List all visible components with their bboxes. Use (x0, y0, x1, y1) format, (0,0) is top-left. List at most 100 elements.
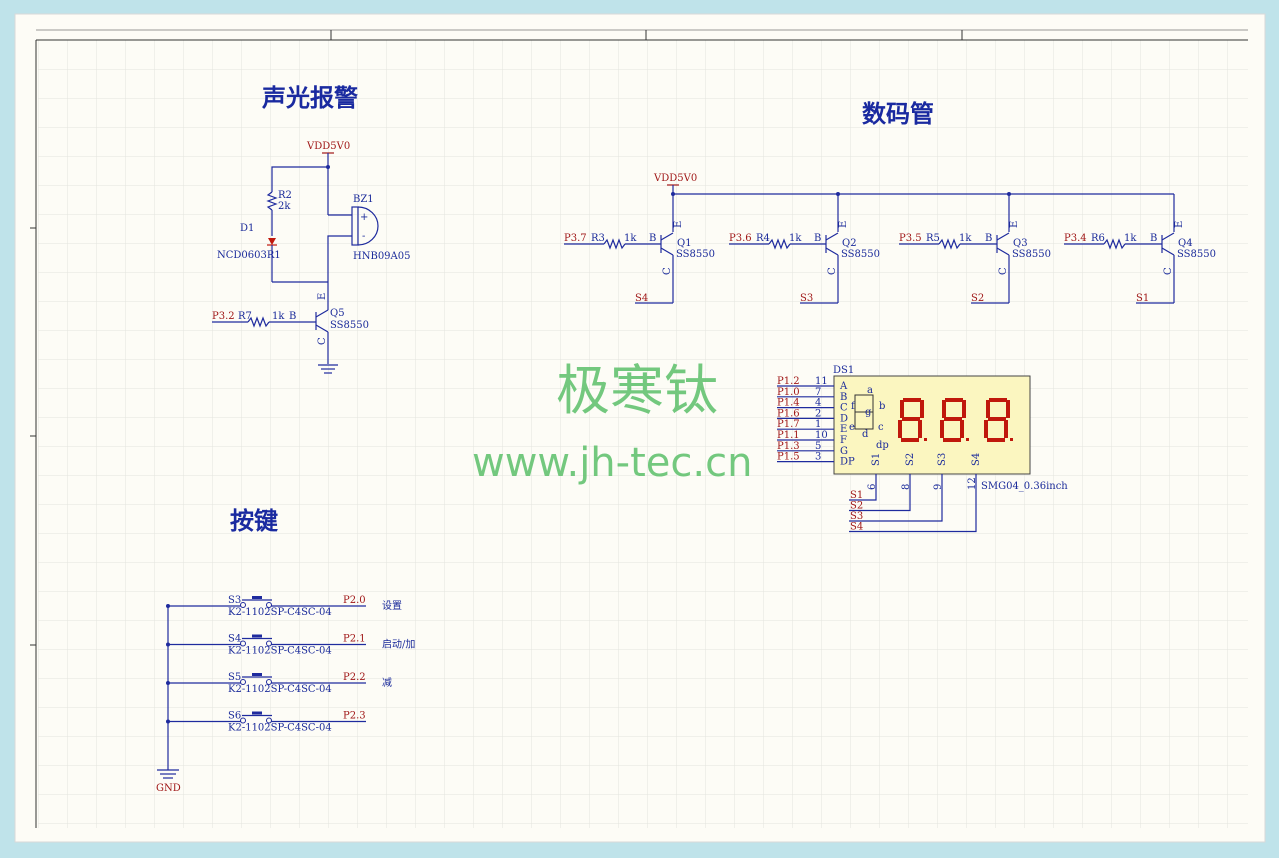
svg-text:Q2: Q2 (842, 238, 857, 249)
svg-text:1: 1 (815, 419, 821, 430)
svg-text:SS8550: SS8550 (1012, 249, 1051, 260)
svg-text:11: 11 (815, 376, 828, 387)
watermark-url: www.jh-tec.cn (472, 440, 752, 486)
svg-text:P3.6: P3.6 (729, 233, 752, 244)
svg-text:4: 4 (815, 398, 821, 409)
svg-text:S1: S1 (850, 490, 863, 501)
svg-text:S3: S3 (937, 453, 948, 466)
svg-text:S2: S2 (971, 293, 984, 304)
svg-text:12: 12 (967, 477, 978, 490)
svg-text:B: B (985, 233, 992, 244)
svg-text:SS8550: SS8550 (330, 320, 369, 331)
display-vdd: VDD5V0 (653, 173, 697, 184)
title-keys: 按键 (230, 506, 278, 535)
svg-text:a: a (867, 385, 873, 396)
svg-text:d: d (862, 429, 869, 440)
svg-text:R3: R3 (591, 233, 605, 244)
svg-text:P1.5: P1.5 (777, 452, 800, 463)
svg-text:P3.2: P3.2 (212, 311, 235, 322)
svg-text:R2: R2 (278, 190, 292, 201)
alarm-vdd: VDD5V0 (306, 141, 350, 152)
svg-text:P3.4: P3.4 (1064, 233, 1087, 244)
svg-text:Q1: Q1 (677, 238, 692, 249)
svg-text:S2: S2 (850, 501, 863, 512)
svg-text:SS8550: SS8550 (841, 249, 880, 260)
svg-text:P2.0: P2.0 (343, 595, 366, 606)
svg-text:R5: R5 (926, 233, 940, 244)
svg-text:P3.5: P3.5 (899, 233, 922, 244)
svg-text:10: 10 (815, 430, 828, 441)
buzzer-bz1 (351, 206, 359, 246)
svg-text:E: E (1009, 221, 1020, 228)
svg-text:P1.1: P1.1 (777, 430, 800, 441)
svg-text:E: E (1174, 221, 1185, 228)
svg-text:B: B (649, 233, 656, 244)
svg-text:E: E (317, 293, 328, 300)
svg-text:S3: S3 (800, 293, 813, 304)
svg-text:C: C (317, 337, 328, 345)
svg-text:R4: R4 (756, 233, 770, 244)
svg-text:BZ1: BZ1 (353, 194, 374, 205)
svg-text:1k: 1k (272, 311, 285, 322)
svg-text:HNB09A05: HNB09A05 (353, 251, 411, 262)
svg-text:S5: S5 (228, 672, 241, 683)
svg-text:P2.2: P2.2 (343, 672, 366, 683)
svg-text:S4: S4 (635, 293, 648, 304)
title-alarm: 声光报警 (261, 83, 358, 112)
svg-text:P1.0: P1.0 (777, 387, 800, 398)
seg-pin-e: P1.7 1 E (777, 419, 847, 435)
svg-text:A: A (839, 381, 848, 392)
digit (984, 398, 1013, 442)
svg-text:S3: S3 (228, 595, 241, 606)
svg-text:8: 8 (901, 484, 912, 490)
svg-text:C: C (998, 267, 1009, 275)
svg-text:R6: R6 (1091, 233, 1105, 244)
svg-text:S3: S3 (850, 511, 863, 522)
svg-text:S4: S4 (850, 522, 863, 533)
svg-text:K2-1102SP-C4SC-04: K2-1102SP-C4SC-04 (228, 607, 332, 618)
svg-text:P1.7: P1.7 (777, 419, 800, 430)
svg-text:1k: 1k (789, 233, 802, 244)
svg-text:9: 9 (933, 484, 944, 490)
svg-text:P1.3: P1.3 (777, 441, 800, 452)
svg-text:7: 7 (815, 387, 821, 398)
svg-text:K2-1102SP-C4SC-04: K2-1102SP-C4SC-04 (228, 684, 332, 695)
svg-text:减: 减 (382, 677, 392, 689)
svg-text:P1.4: P1.4 (777, 398, 800, 409)
svg-text:Q4: Q4 (1178, 238, 1193, 249)
svg-text:SS8550: SS8550 (676, 249, 715, 260)
svg-text:c: c (878, 422, 884, 433)
svg-text:6: 6 (867, 484, 878, 490)
svg-text:Q3: Q3 (1013, 238, 1028, 249)
svg-text:e: e (849, 422, 855, 433)
svg-text:E: E (840, 424, 847, 435)
svg-text:S1: S1 (1136, 293, 1149, 304)
svg-text:S2: S2 (905, 453, 916, 466)
svg-text:DP: DP (840, 457, 855, 468)
svg-text:B: B (289, 311, 296, 322)
svg-text:b: b (879, 401, 885, 412)
svg-text:B: B (1150, 233, 1157, 244)
watermark-cn: 极寒钛 (556, 359, 718, 422)
svg-text:S4: S4 (228, 634, 241, 645)
digit (940, 398, 969, 442)
svg-text:E: E (673, 221, 684, 228)
svg-text:D1: D1 (240, 223, 254, 234)
svg-text:2k: 2k (278, 201, 291, 212)
